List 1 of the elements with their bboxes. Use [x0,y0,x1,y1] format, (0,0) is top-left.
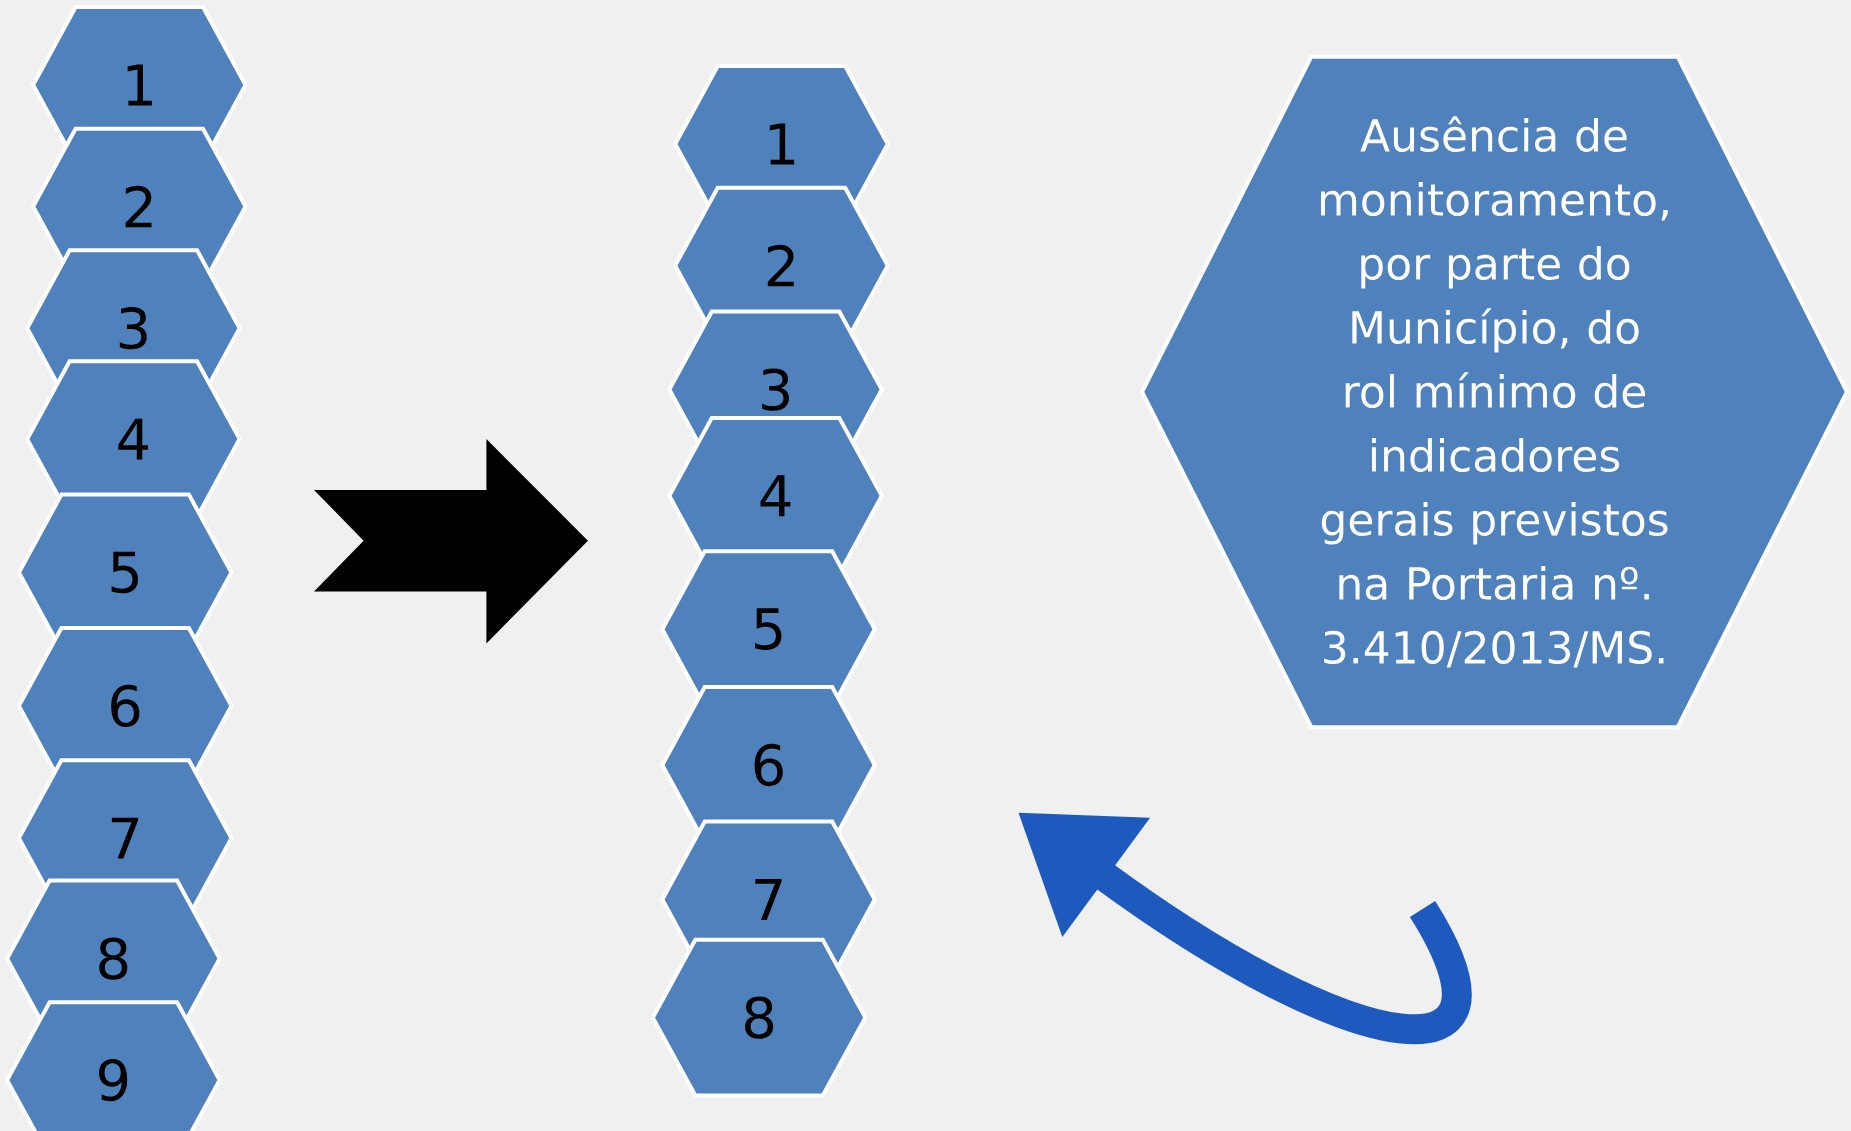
hexagon: 8 [650,937,868,1098]
